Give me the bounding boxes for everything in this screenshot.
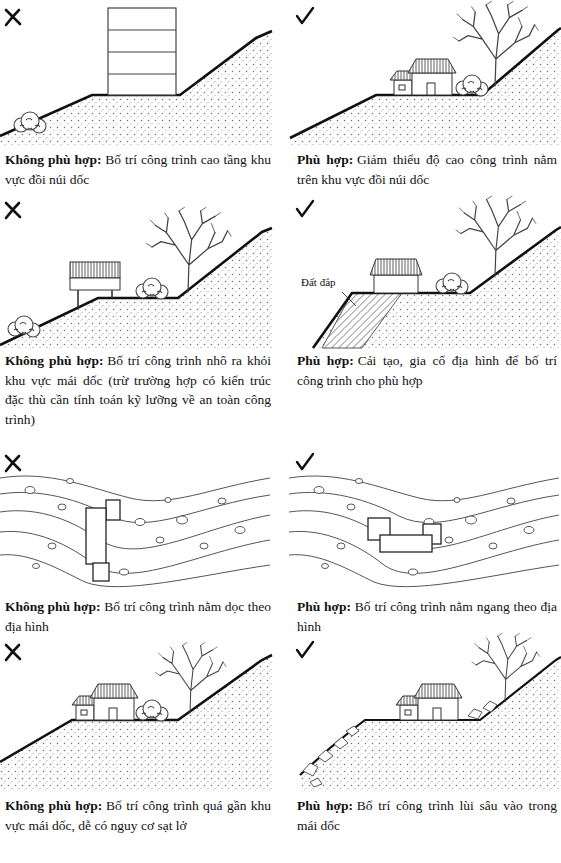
caption: Không phù hợp:Bố trí công trình cao tầng… bbox=[5, 150, 271, 189]
caption: Không phù hợp:Bố trí công trình quá gần … bbox=[5, 796, 271, 835]
rubble bbox=[318, 750, 333, 762]
rubble bbox=[346, 726, 359, 736]
slope-ground bbox=[290, 28, 561, 146]
overhanging-building bbox=[70, 262, 120, 308]
caption: Không phù hợp:Bố trí công trình nhô ra k… bbox=[5, 351, 271, 429]
building-footprint bbox=[86, 500, 120, 581]
building-footprint bbox=[106, 500, 120, 520]
high-rise-building bbox=[108, 51, 176, 52]
slope-ground bbox=[300, 657, 561, 792]
bush bbox=[436, 273, 468, 294]
verdict-label: Không phù hợp: bbox=[5, 599, 101, 614]
rubble bbox=[334, 737, 348, 749]
slope-ground bbox=[0, 228, 272, 348]
check-mark bbox=[297, 8, 313, 23]
slope-ground bbox=[0, 655, 272, 762]
overhanging-building bbox=[70, 262, 120, 278]
tree bbox=[472, 633, 540, 701]
slope-ground bbox=[0, 228, 272, 348]
verdict-label: Không phù hợp: bbox=[5, 798, 102, 813]
low-house bbox=[390, 59, 456, 95]
slope-ground bbox=[0, 655, 272, 792]
slope-ground bbox=[313, 227, 561, 348]
overhanging-building bbox=[77, 290, 79, 308]
leader-line bbox=[342, 292, 356, 306]
tree bbox=[147, 207, 232, 292]
cross-mark bbox=[6, 203, 20, 218]
contour-map bbox=[289, 476, 559, 587]
cross-mark bbox=[6, 10, 20, 25]
verdict-label: Không phù hợp: bbox=[5, 353, 103, 368]
bush bbox=[8, 316, 40, 337]
rubble bbox=[310, 778, 322, 787]
high-rise-building bbox=[108, 8, 176, 95]
check-mark bbox=[297, 454, 313, 469]
verdict-label: Phù hợp: bbox=[297, 152, 353, 167]
overhanging-building bbox=[70, 278, 120, 290]
slope-ground bbox=[290, 28, 561, 138]
cross-mark bbox=[6, 645, 20, 660]
bush bbox=[14, 112, 46, 133]
house bbox=[72, 684, 138, 720]
slope-ground bbox=[0, 228, 272, 345]
tree bbox=[456, 196, 536, 276]
verdict-label: Phù hợp: bbox=[297, 798, 353, 813]
bush bbox=[456, 75, 488, 96]
slope-ground bbox=[300, 657, 561, 775]
caption: Phù hợp:Bố trí công trình nằm ngang theo… bbox=[297, 597, 557, 636]
check-mark bbox=[297, 201, 313, 216]
high-rise-building bbox=[108, 29, 176, 30]
verdict-label: Không phù hợp: bbox=[5, 152, 102, 167]
contour-map bbox=[0, 476, 270, 587]
house bbox=[370, 259, 422, 293]
tree bbox=[156, 643, 227, 714]
bush bbox=[136, 278, 168, 299]
fill-label: Đất đắp bbox=[300, 276, 337, 289]
building-footprint bbox=[93, 563, 109, 581]
slope-ground bbox=[290, 28, 561, 146]
slope-ground bbox=[0, 655, 272, 792]
slope-ground bbox=[313, 227, 561, 348]
caption: Phù hợp:Cải tạo, gia cố địa hình để bố t… bbox=[297, 351, 557, 390]
building-footprint bbox=[380, 535, 432, 552]
rubble bbox=[483, 701, 497, 712]
caption: Không phù hợp:Bố trí công trình nằm dọc … bbox=[5, 597, 271, 636]
building-footprint bbox=[86, 508, 106, 564]
caption: Phù hợp:Bố trí công trình lùi sâu vào tr… bbox=[297, 796, 557, 835]
verdict-label: Phù hợp: bbox=[297, 353, 354, 368]
caption: Phù hợp:Giảm thiểu độ cao công trình nằm… bbox=[297, 150, 557, 189]
house bbox=[396, 684, 462, 720]
building-footprint bbox=[368, 518, 441, 552]
check-mark bbox=[297, 642, 313, 657]
rubble bbox=[468, 709, 482, 719]
verdict-label: Phù hợp: bbox=[297, 599, 351, 614]
bush bbox=[136, 700, 168, 721]
high-rise-building bbox=[108, 8, 176, 95]
high-rise-building bbox=[108, 73, 176, 74]
rubble bbox=[303, 763, 318, 776]
slope-ground bbox=[313, 227, 561, 348]
overhanging-building bbox=[111, 290, 113, 298]
tree bbox=[454, 1, 539, 86]
slope-ground bbox=[300, 657, 561, 792]
cross-mark bbox=[6, 456, 20, 471]
